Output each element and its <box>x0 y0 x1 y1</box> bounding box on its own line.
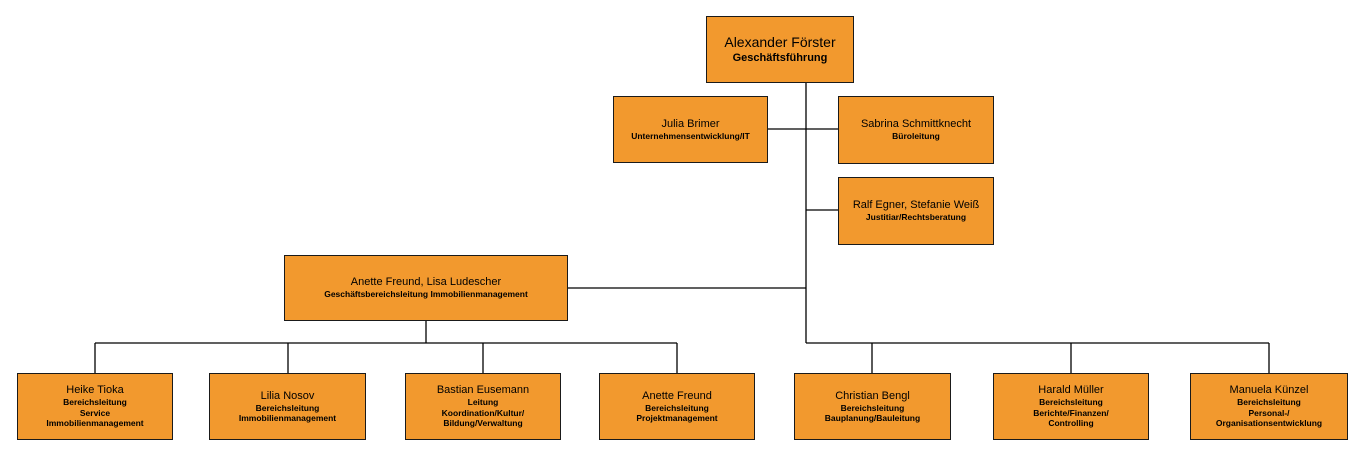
unit-box-kuenzel: Manuela Künzel Bereichsleitung Personal-… <box>1190 373 1348 440</box>
unit-role: Bereichsleitung Bauplanung/Bauleitung <box>824 402 921 424</box>
unit-box-tioka: Heike Tioka Bereichsleitung Service Immo… <box>17 373 173 440</box>
division-name: Anette Freund, Lisa Ludescher <box>350 276 502 289</box>
staff-box-egner-weiss: Ralf Egner, Stefanie Weiß Justitiar/Rech… <box>838 177 994 245</box>
unit-box-freund: Anette Freund Bereichsleitung Projektman… <box>599 373 755 440</box>
unit-name: Manuela Künzel <box>1229 384 1309 397</box>
unit-name: Lilia Nosov <box>260 389 315 402</box>
ceo-box: Alexander Förster Geschäftsführung <box>706 16 854 83</box>
unit-name: Heike Tioka <box>66 384 124 397</box>
staff-name: Ralf Egner, Stefanie Weiß <box>852 199 980 212</box>
unit-box-mueller: Harald Müller Bereichsleitung Berichte/F… <box>993 373 1149 440</box>
ceo-name: Alexander Förster <box>724 34 836 50</box>
division-role: Geschäftsbereichsleitung Immobilienmanag… <box>324 289 528 300</box>
unit-role: Bereichsleitung Immobilienmanagement <box>238 402 337 424</box>
staff-role: Büroleitung <box>892 131 940 142</box>
unit-name: Harald Müller <box>1038 384 1104 397</box>
unit-role: Leitung Koordination/Kultur/ Bildung/Ver… <box>441 397 525 429</box>
staff-box-brimer: Julia Brimer Unternehmensentwicklung/IT <box>613 96 768 163</box>
division-box: Anette Freund, Lisa Ludescher Geschäftsb… <box>284 255 568 321</box>
unit-role: Bereichsleitung Projektmanagement <box>636 402 718 424</box>
unit-box-eusemann: Bastian Eusemann Leitung Koordination/Ku… <box>405 373 561 440</box>
unit-name: Bastian Eusemann <box>436 384 530 397</box>
staff-role: Justitiar/Rechtsberatung <box>865 212 967 223</box>
unit-name: Anette Freund <box>642 389 712 402</box>
staff-box-schmittknecht: Sabrina Schmittknecht Büroleitung <box>838 96 994 164</box>
unit-role: Bereichsleitung Berichte/Finanzen/ Contr… <box>1033 397 1109 429</box>
unit-role: Bereichsleitung Personal-/ Organisations… <box>1215 397 1323 429</box>
unit-box-bengl: Christian Bengl Bereichsleitung Bauplanu… <box>794 373 951 440</box>
unit-box-nosov: Lilia Nosov Bereichsleitung Immobilienma… <box>209 373 366 440</box>
unit-name: Christian Bengl <box>835 389 910 402</box>
ceo-role: Geschäftsführung <box>732 52 828 64</box>
staff-role: Unternehmensentwicklung/IT <box>631 130 750 141</box>
staff-name: Sabrina Schmittknecht <box>860 118 972 131</box>
unit-role: Bereichsleitung Service Immobilienmanage… <box>46 397 144 429</box>
staff-name: Julia Brimer <box>661 117 720 130</box>
